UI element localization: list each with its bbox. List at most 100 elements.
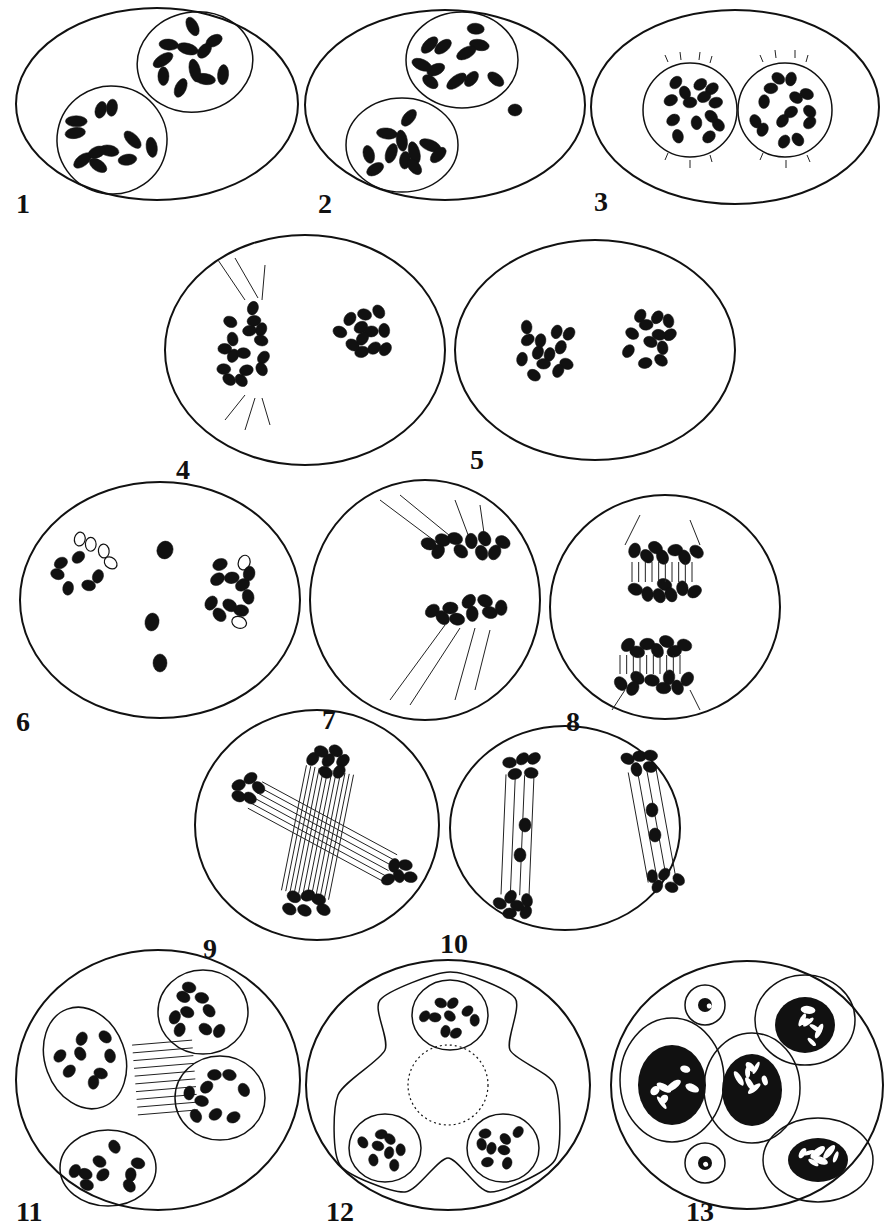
chromosome bbox=[246, 300, 260, 316]
chromosome bbox=[158, 67, 169, 86]
cell-wall bbox=[550, 495, 780, 719]
chromosome bbox=[154, 539, 175, 561]
nucleus-outline bbox=[346, 98, 458, 192]
chromosome bbox=[208, 570, 227, 588]
chromosome bbox=[159, 38, 179, 51]
spindle-fiber bbox=[400, 495, 455, 540]
chromosome bbox=[498, 1131, 513, 1146]
chromosome bbox=[549, 324, 564, 341]
chromosome bbox=[102, 554, 120, 571]
chromosome bbox=[550, 362, 566, 379]
chromosome bbox=[420, 536, 438, 552]
chromatin-gap bbox=[684, 1081, 700, 1094]
chromosome bbox=[473, 543, 490, 562]
chromosome bbox=[51, 1047, 68, 1064]
spindle-fiber bbox=[390, 625, 445, 700]
spindle-fiber bbox=[637, 771, 657, 881]
chromosome bbox=[49, 567, 66, 582]
chromosome bbox=[105, 99, 118, 117]
nucleus-outline bbox=[30, 995, 141, 1120]
chromosome bbox=[442, 1009, 457, 1024]
spindle-fiber bbox=[475, 630, 490, 690]
nucleus-outline bbox=[467, 1114, 539, 1182]
chromosome bbox=[96, 1028, 113, 1045]
chromosome bbox=[179, 1004, 196, 1020]
chromosome bbox=[619, 751, 636, 766]
dense-nucleus bbox=[788, 1138, 848, 1182]
chromosome bbox=[525, 750, 542, 767]
spindle-fiber bbox=[133, 1056, 193, 1061]
chromosome bbox=[649, 828, 661, 842]
chromosome bbox=[86, 144, 107, 161]
chromosome bbox=[476, 529, 494, 548]
chromosome bbox=[197, 1021, 214, 1038]
chromosome bbox=[639, 319, 653, 331]
chromosome bbox=[782, 104, 799, 120]
dense-nucleus bbox=[638, 1045, 706, 1125]
chromosome bbox=[230, 614, 248, 630]
chromosome bbox=[501, 1156, 514, 1170]
chromosome bbox=[200, 1002, 217, 1019]
cell-wall bbox=[450, 726, 680, 930]
spindle-fiber bbox=[775, 50, 776, 58]
chromosome bbox=[242, 770, 259, 786]
chromosome bbox=[296, 902, 314, 918]
chromosome bbox=[641, 586, 654, 602]
chromosome bbox=[776, 133, 792, 150]
chromosome bbox=[226, 331, 239, 347]
chromosome bbox=[315, 901, 333, 918]
chromosome bbox=[459, 592, 478, 611]
chromosome bbox=[519, 818, 531, 832]
figure-number: 13 bbox=[686, 1196, 714, 1227]
chromosome bbox=[507, 767, 523, 781]
chromatin-gap bbox=[679, 1064, 691, 1073]
chromosome bbox=[561, 325, 578, 343]
spindle-fiber bbox=[628, 773, 648, 883]
spindle-fiber bbox=[248, 808, 383, 881]
spindle-fiber bbox=[806, 55, 808, 62]
chromosome bbox=[72, 1045, 88, 1062]
nucleus-outline bbox=[643, 63, 737, 157]
chromosome bbox=[285, 889, 303, 906]
cell-wall bbox=[305, 10, 585, 200]
chromosome bbox=[207, 1069, 221, 1080]
chromosome bbox=[78, 1177, 95, 1192]
spindle-fiber bbox=[254, 798, 389, 871]
chromosome bbox=[238, 364, 254, 378]
cell-wall bbox=[195, 710, 439, 940]
chromosome bbox=[646, 803, 658, 817]
spindle-fiber bbox=[678, 562, 679, 582]
chromosome bbox=[440, 1024, 451, 1038]
spindle-fiber bbox=[656, 767, 676, 877]
chromosome bbox=[361, 144, 376, 164]
chromosome bbox=[242, 324, 257, 337]
chromosome bbox=[183, 15, 202, 38]
figure-number: 2 bbox=[318, 188, 332, 219]
chromatin-gap bbox=[702, 1161, 708, 1167]
spindle-fiber bbox=[665, 153, 668, 160]
chromosome bbox=[476, 1137, 488, 1151]
chromosome bbox=[675, 637, 693, 653]
chromosome bbox=[678, 670, 696, 689]
figure-number: 9 bbox=[203, 933, 217, 964]
chromosome bbox=[486, 1141, 498, 1155]
chromosome bbox=[495, 600, 507, 616]
chromosome bbox=[81, 579, 97, 592]
chromosome bbox=[317, 764, 335, 781]
chromosome bbox=[534, 333, 547, 348]
nucleus-outline bbox=[48, 77, 175, 202]
spindle-fiber bbox=[262, 782, 397, 855]
chromosome bbox=[383, 142, 400, 165]
spindle-fiber bbox=[710, 155, 712, 162]
cell-wall bbox=[165, 235, 445, 465]
chromosome bbox=[380, 872, 397, 887]
chromosome bbox=[671, 128, 685, 144]
spindle-fiber bbox=[225, 395, 245, 420]
spindle-fiber bbox=[281, 765, 306, 890]
figure-number: 11 bbox=[16, 1196, 42, 1227]
figure-number: 7 bbox=[322, 704, 336, 735]
spindle-fiber bbox=[680, 655, 681, 674]
chromosome bbox=[620, 342, 637, 360]
nucleus-outline bbox=[158, 970, 248, 1054]
chromosome bbox=[403, 871, 418, 884]
